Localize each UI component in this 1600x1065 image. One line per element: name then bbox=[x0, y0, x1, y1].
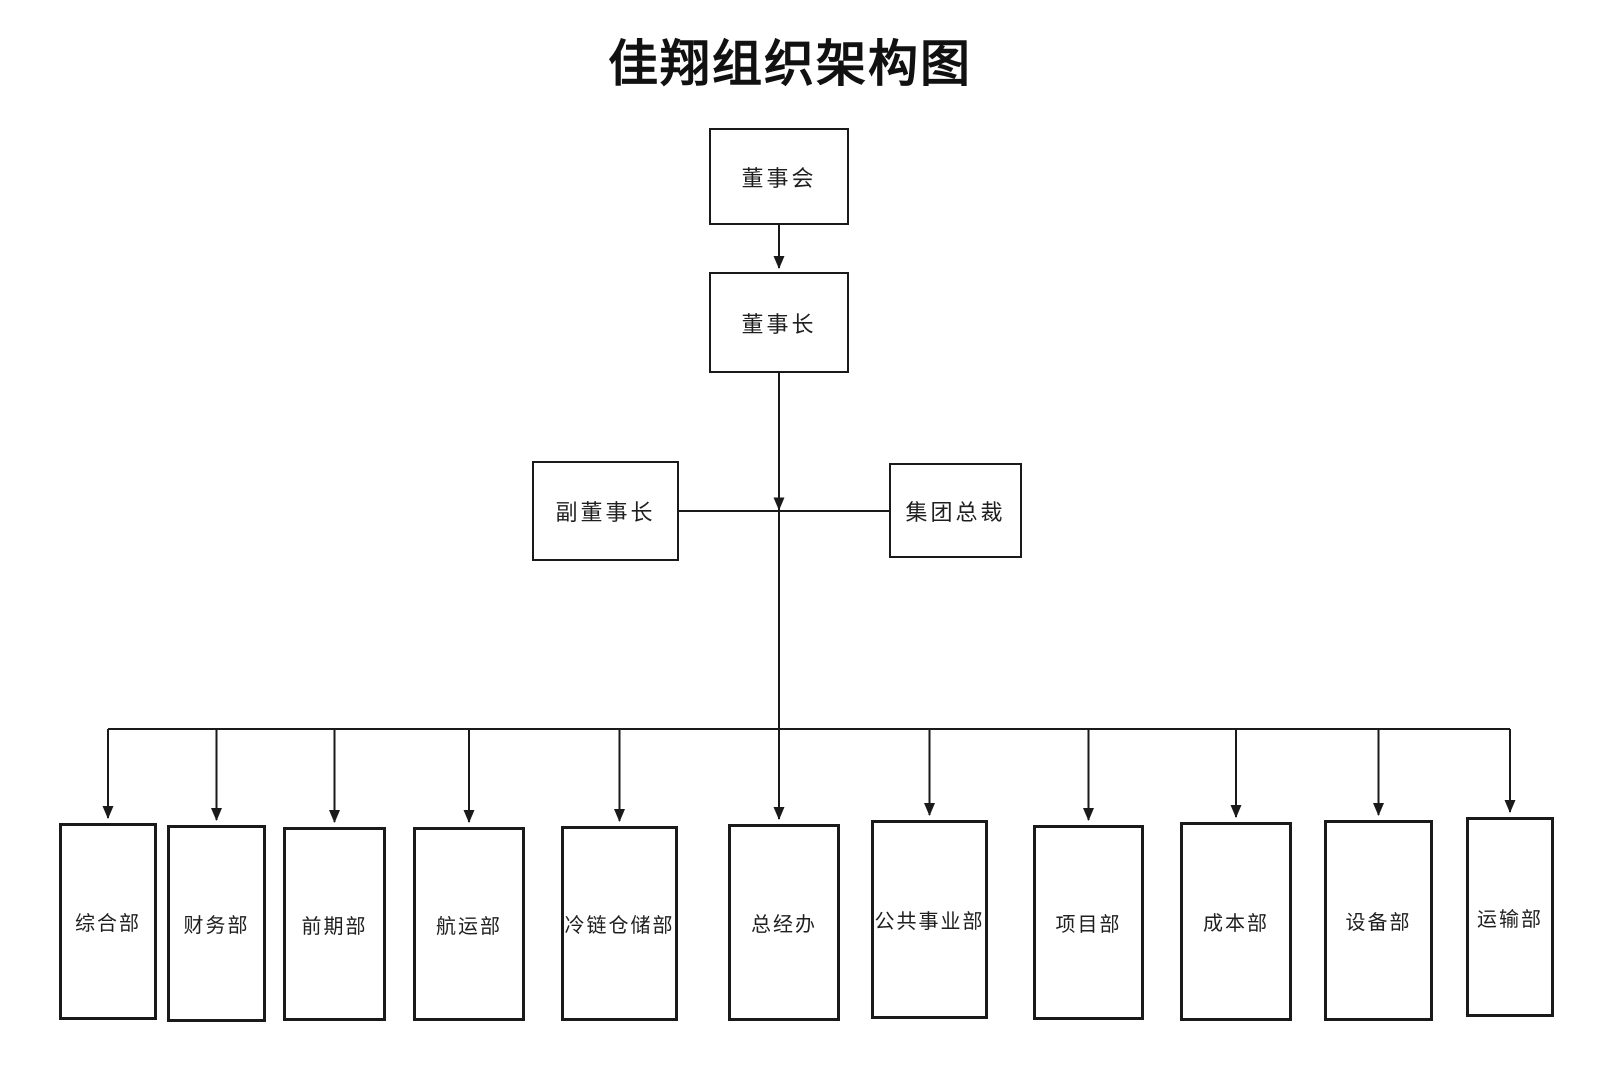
dept-box-gm-office: 总经办 bbox=[728, 824, 840, 1021]
dept-box-preliminary: 前期部 bbox=[283, 827, 386, 1021]
dept-box-project: 项目部 bbox=[1033, 825, 1144, 1020]
dept-box-cost: 成本部 bbox=[1180, 822, 1292, 1021]
dept-label-cold-chain-warehouse: 冷链仓储部 bbox=[564, 915, 675, 937]
dept-label-transport: 运输部 bbox=[1477, 908, 1543, 931]
dept-box-transport: 运输部 bbox=[1466, 817, 1554, 1017]
dept-label-project: 项目部 bbox=[1055, 914, 1122, 936]
dept-box-cold-chain-warehouse: 冷链仓储部 bbox=[561, 826, 678, 1021]
chairman-label: 董事长 bbox=[741, 311, 817, 337]
vice-chairman-label: 副董事长 bbox=[555, 500, 656, 525]
group-president-box: 集团总裁 bbox=[889, 463, 1022, 558]
vice-chairman-box: 副董事长 bbox=[532, 461, 679, 561]
chairman-box: 董事长 bbox=[709, 272, 849, 373]
dept-label-equipment: 设备部 bbox=[1345, 912, 1412, 934]
dept-label-cost: 成本部 bbox=[1203, 913, 1269, 935]
page-title: 佳翔组织架构图 bbox=[608, 36, 972, 92]
group-president-label: 集团总裁 bbox=[905, 499, 1006, 525]
dept-label-preliminary: 前期部 bbox=[301, 915, 368, 938]
dept-box-equipment: 设备部 bbox=[1324, 820, 1433, 1021]
dept-label-gm-office: 总经办 bbox=[751, 914, 817, 936]
dept-box-general: 综合部 bbox=[59, 823, 157, 1020]
dept-box-shipping: 航运部 bbox=[413, 827, 525, 1021]
dept-label-public-utilities: 公共事业部 bbox=[874, 911, 985, 933]
dept-label-finance: 财务部 bbox=[183, 915, 250, 937]
dept-label-shipping: 航运部 bbox=[436, 915, 502, 938]
board-box: 董事会 bbox=[709, 128, 849, 225]
trunk-arrowhead bbox=[773, 497, 785, 511]
board-label: 董事会 bbox=[741, 165, 817, 191]
dept-label-general: 综合部 bbox=[75, 913, 141, 935]
dept-box-public-utilities: 公共事业部 bbox=[871, 820, 988, 1019]
dept-box-finance: 财务部 bbox=[167, 825, 266, 1022]
